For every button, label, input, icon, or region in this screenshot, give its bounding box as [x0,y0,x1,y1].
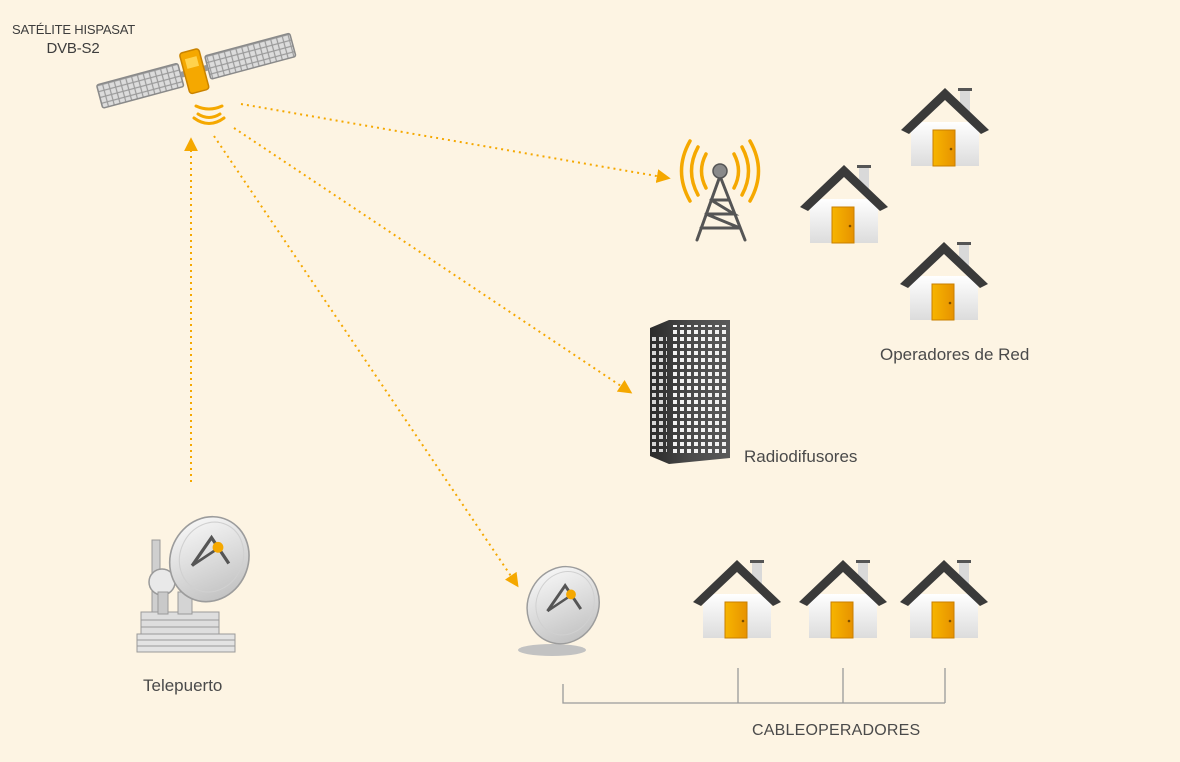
satellite-label: SATÉLITE HISPASAT DVB-S2 [12,20,136,58]
network-operators-label: Operadores de Red [880,345,1030,364]
house-icon-network-3 [899,241,989,321]
building-icon [650,320,730,464]
cable-bracket [562,668,946,704]
house-icon-network-2 [799,164,889,244]
satellite-icon [96,32,297,125]
broadcasters-label: Radiodifusores [744,447,858,466]
receiving-dish-icon [513,553,614,658]
radio-tower-icon [679,139,761,242]
signal-paths [184,103,671,588]
downlink-arrow-dish [213,135,519,588]
downlink-arrow-building [233,127,633,394]
house-icon-cable-3 [899,559,989,639]
satellite-standard: DVB-S2 [46,40,100,57]
teleport-label: Telepuerto [143,676,223,695]
cable-operators-label: CABLEOPERADORES [752,722,921,739]
downlink-arrow-tower [240,103,671,183]
house-icon-cable-2 [798,559,888,639]
house-icon-cable-1 [692,559,782,639]
telepuerto-icon [136,501,265,653]
house-icon-network-1 [900,87,990,167]
satellite-name: SATÉLITE HISPASAT [12,22,136,37]
